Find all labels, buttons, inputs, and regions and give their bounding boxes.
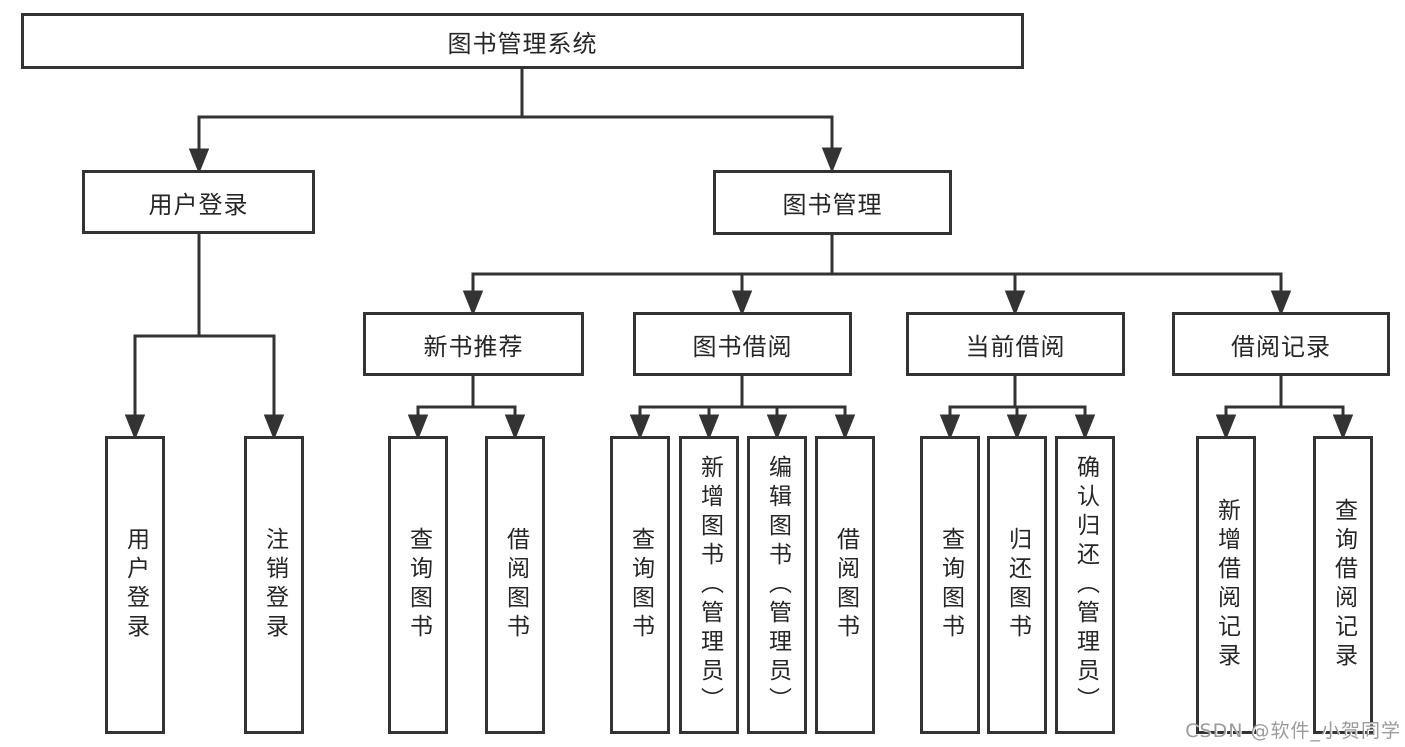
node-root-label: 图书管理系统 [447, 29, 598, 58]
node-borrowing-records: 借阅记录 [1172, 312, 1390, 376]
node-root: 图书管理系统 [21, 13, 1024, 69]
leaf-add-borrow-record: 新增借阅记录 [1196, 436, 1256, 734]
node-book-management-label: 图书管理 [782, 191, 883, 219]
leaf-borrow-book: 借阅图书 [815, 436, 875, 734]
node-new-book-recommend: 新书推荐 [363, 312, 584, 376]
leaf-edit-book-admin: 编辑图书（管理员） [747, 436, 807, 734]
node-new-book-recommend-label: 新书推荐 [423, 332, 524, 361]
leaf-add-book-admin: 新增图书（管理员） [679, 436, 739, 734]
branch-root [188, 67, 843, 175]
leaf-add-book-admin-label: 新增图书（管理员） [696, 454, 723, 716]
leaf-query-book-current: 查询图书 [920, 436, 980, 734]
leaf-borrow-book-recommend-label: 借阅图书 [502, 527, 529, 643]
branch-borrowing-records [1215, 374, 1354, 441]
leaf-return-book-label: 归还图书 [1004, 527, 1031, 643]
leaf-user-login-label: 用户登录 [122, 527, 149, 643]
node-book-borrowing: 图书借阅 [633, 312, 852, 376]
leaf-borrow-book-recommend: 借阅图书 [485, 436, 545, 734]
leaf-logout: 注销登录 [244, 436, 304, 734]
leaf-query-book-recommend: 查询图书 [388, 436, 448, 734]
leaf-edit-book-admin-label: 编辑图书（管理员） [764, 454, 791, 716]
csdn-watermark: CSDN @软件_小贺同学 [1185, 720, 1401, 742]
node-book-borrowing-label: 图书借阅 [692, 332, 793, 361]
node-current-borrowing: 当前借阅 [906, 312, 1125, 376]
leaf-confirm-return-admin: 确认归还（管理员） [1055, 436, 1115, 734]
node-book-management: 图书管理 [713, 170, 952, 235]
branch-current-borrowing [939, 374, 1096, 441]
leaf-query-borrow-record: 查询借阅记录 [1313, 436, 1373, 734]
leaf-query-book-recommend-label: 查询图书 [405, 527, 432, 643]
node-current-borrowing-label: 当前借阅 [965, 332, 1066, 361]
node-user-login: 用户登录 [82, 170, 315, 234]
branch-user-login [124, 232, 285, 441]
node-borrowing-records-label: 借阅记录 [1231, 332, 1331, 361]
leaf-return-book: 归还图书 [987, 436, 1047, 734]
leaf-add-borrow-record-label: 新增借阅记录 [1213, 498, 1240, 672]
leaf-query-book-current-label: 查询图书 [937, 527, 964, 643]
leaf-query-borrow-record-label: 查询借阅记录 [1330, 498, 1357, 672]
branch-book-management [462, 233, 1292, 317]
leaf-user-login: 用户登录 [105, 436, 165, 734]
leaf-borrow-book-label: 借阅图书 [832, 527, 859, 643]
branch-new-book-recommend [407, 374, 526, 441]
branch-book-borrowing [629, 374, 856, 441]
leaf-query-book-borrowing: 查询图书 [610, 436, 670, 734]
leaf-logout-label: 注销登录 [261, 527, 288, 643]
node-user-login-label: 用户登录 [148, 190, 249, 219]
leaf-confirm-return-admin-label: 确认归还（管理员） [1072, 454, 1099, 716]
leaf-query-book-borrowing-label: 查询图书 [627, 527, 654, 643]
